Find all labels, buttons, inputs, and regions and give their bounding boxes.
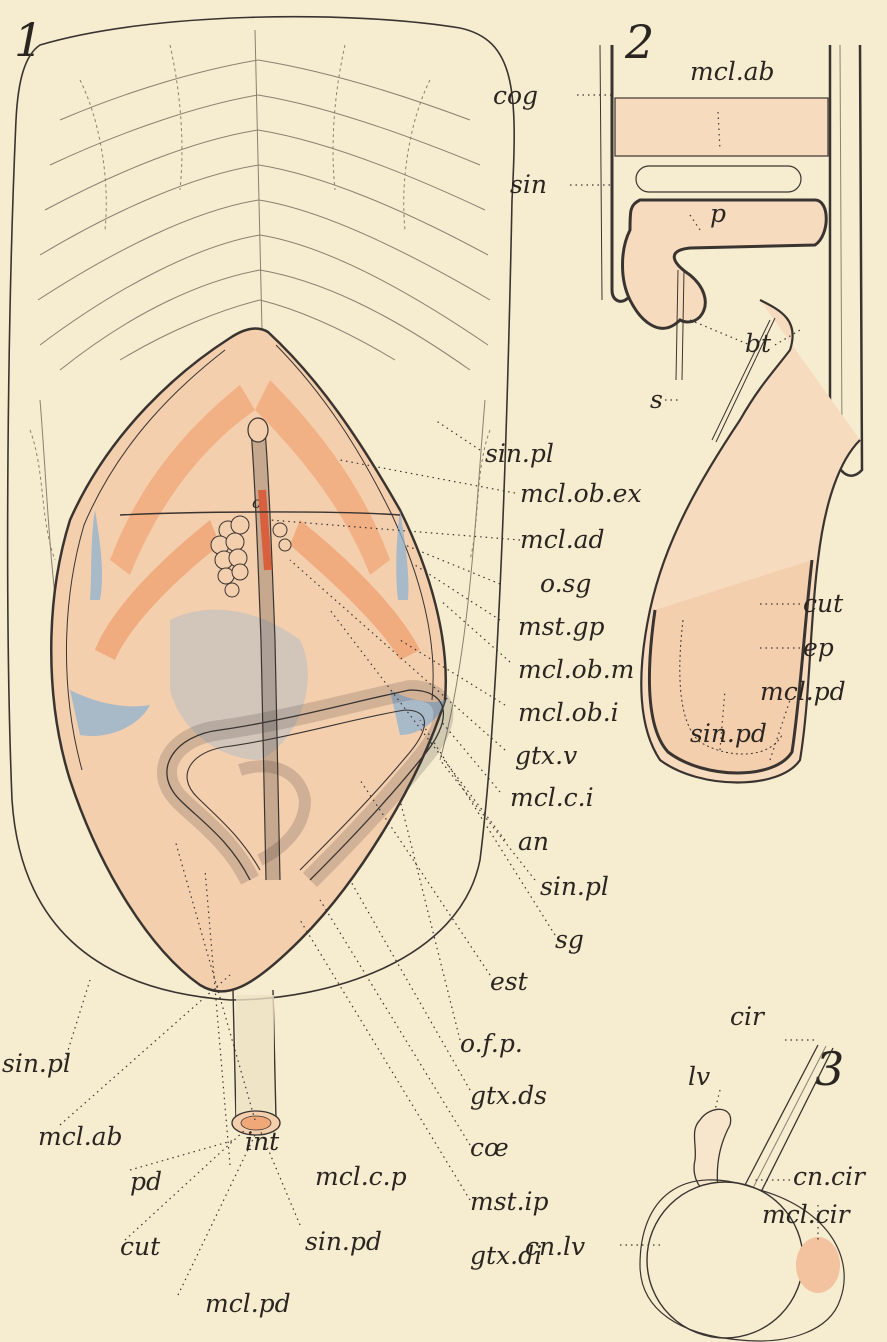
label-2-mcl-pd: mcl.pd [760, 677, 846, 706]
label-mst-ip: mst.ip [470, 1187, 549, 1216]
label-sg: sg [555, 925, 584, 954]
label-gtx-ds: gtx.ds [470, 1081, 547, 1110]
label-lv: lv [688, 1062, 710, 1091]
label-sin: sin [510, 170, 547, 199]
figure-3-number: 3 [815, 1042, 844, 1096]
label-p: p [710, 199, 726, 228]
label-2-sin-pd: sin.pd [690, 719, 767, 748]
label-mcl-c-p: mcl.c.p [315, 1162, 407, 1191]
label-gtx-v: gtx.v [515, 741, 577, 770]
label-mcl-ab: mcl.ab [38, 1122, 123, 1151]
label-cn-cir: cn.cir [793, 1162, 867, 1191]
label-sin-pl-3: sin.pl [2, 1049, 71, 1078]
label-o-sg: o.sg [540, 569, 591, 598]
label-cog: cog [493, 81, 538, 110]
label-ep: ep [803, 633, 834, 662]
label-2-mcl-ab: mcl.ab [690, 57, 775, 86]
abductor-band [615, 98, 828, 156]
label-an: an [518, 827, 549, 856]
label-mcl-ob-ex: mcl.ob.ex [520, 479, 642, 508]
label-mcl-c-i: mcl.c.i [510, 783, 594, 812]
label-cut: cut [120, 1232, 161, 1261]
label-o-f-p: o.f.p. [460, 1029, 523, 1058]
label-mcl-cir: mcl.cir [762, 1200, 852, 1229]
label-sin-pl-2: sin.pl [540, 872, 609, 901]
figure-1: 1 [2, 13, 642, 1318]
label-est: est [490, 967, 529, 996]
label-coe: cœ [470, 1133, 509, 1162]
label-cir: cir [730, 1002, 766, 1031]
label-bt: bt [745, 329, 772, 358]
figure-2-number: 2 [624, 15, 654, 69]
label-sin-pl: sin.pl [485, 439, 554, 468]
label-mcl-ob-i: mcl.ob.i [518, 698, 619, 727]
peduncle [232, 990, 280, 1135]
label-cn-lv: cn.lv [525, 1232, 585, 1261]
label-s: s [650, 385, 663, 414]
label-2-cut: cut [803, 589, 844, 618]
label-mcl-ob-m: mcl.ob.m [518, 655, 634, 684]
label-int: int [245, 1127, 280, 1156]
label-mcl-ad: mcl.ad [520, 525, 605, 554]
label-sin-pd: sin.pd [305, 1227, 382, 1256]
label-pd: pd [130, 1167, 162, 1196]
figure-3: 3 cir lv cn.cir mcl.cir cn.lv [525, 1002, 867, 1341]
label-mst-gp: mst.gp [518, 612, 605, 641]
label-mcl-pd: mcl.pd [205, 1289, 291, 1318]
